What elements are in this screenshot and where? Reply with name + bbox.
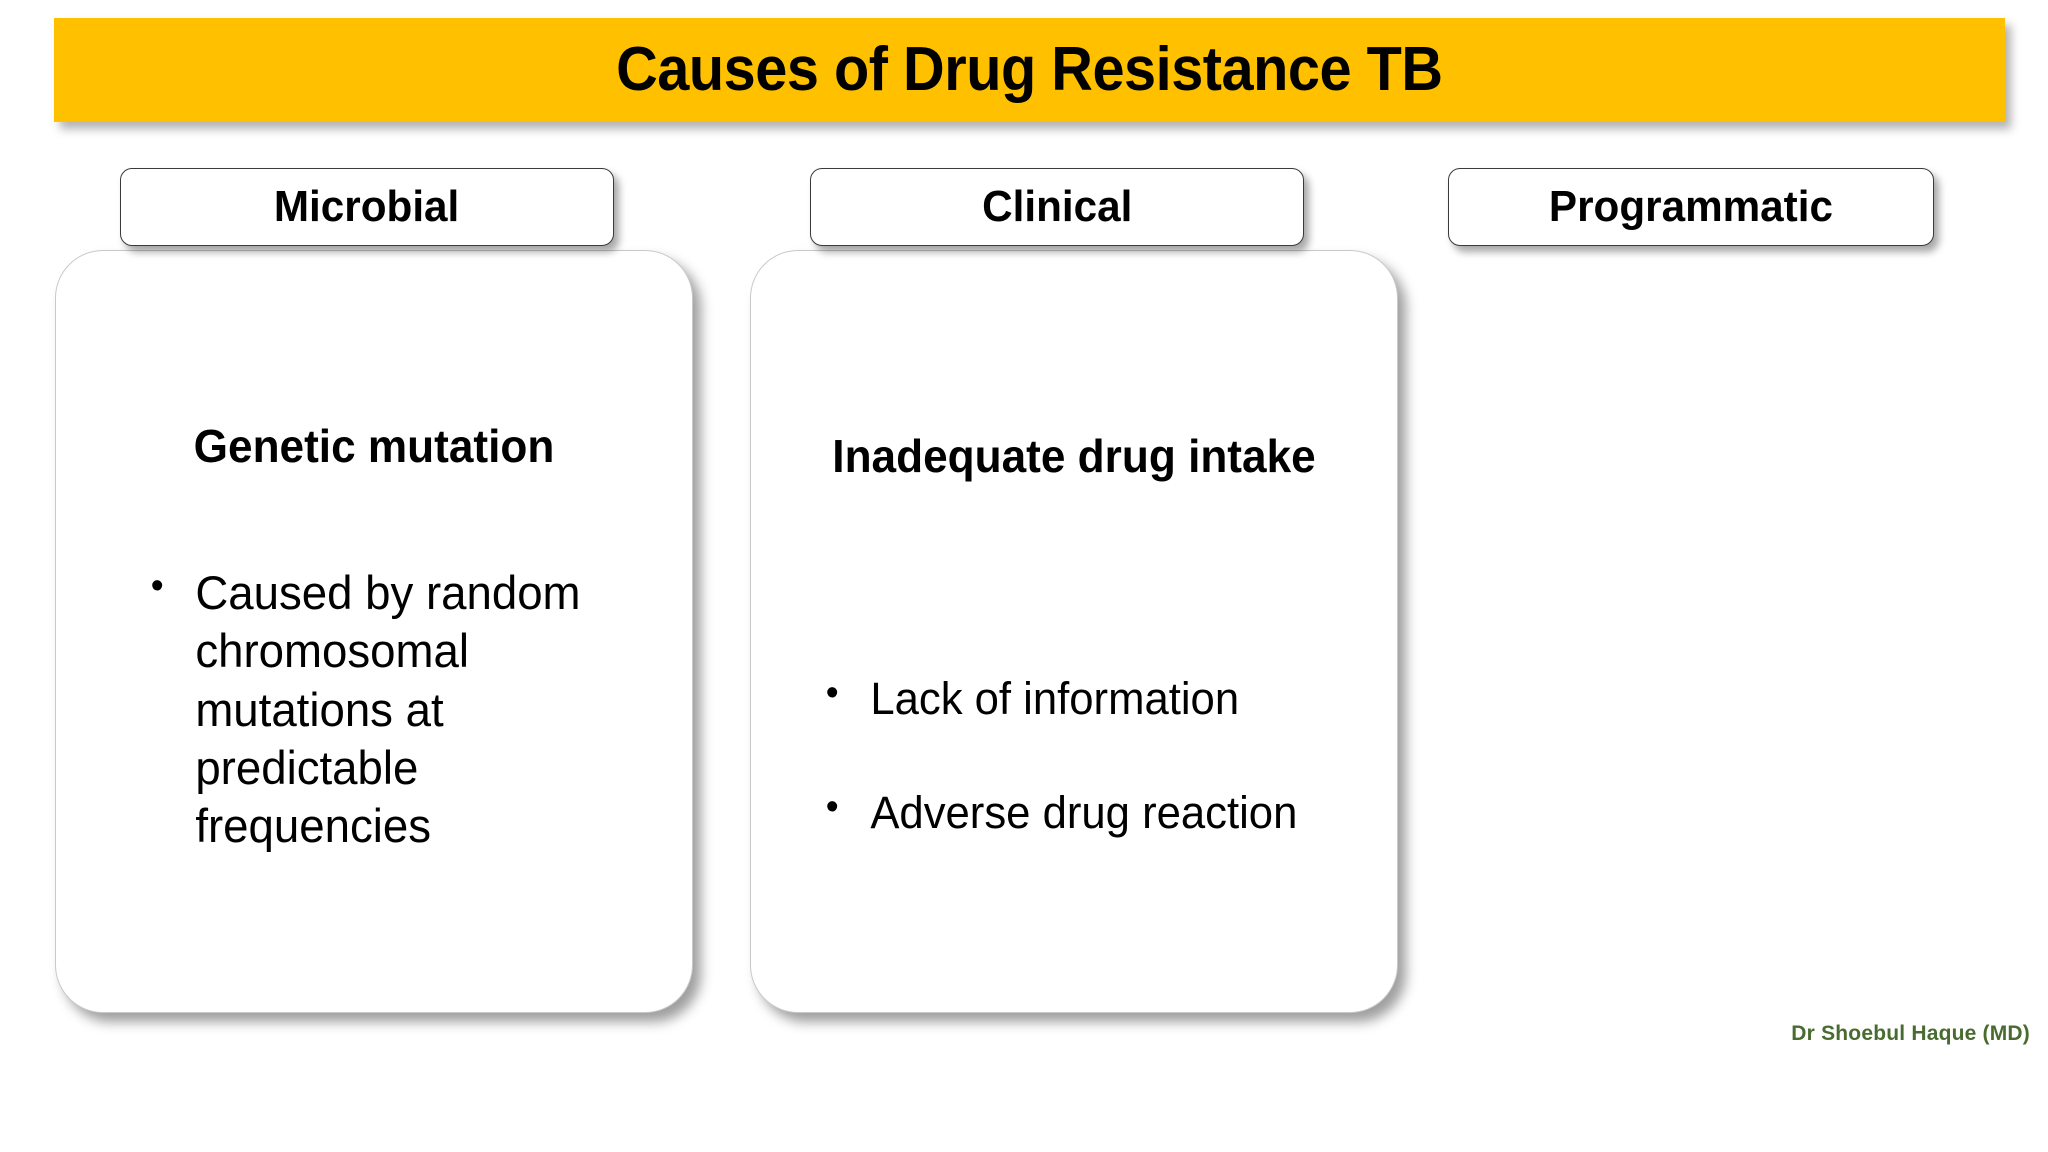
tab-clinical[interactable]: Clinical [810, 168, 1304, 246]
list-item: Adverse drug reaction [816, 783, 1359, 841]
page-title: Causes of Drug Resistance TB [616, 35, 1443, 104]
tab-programmatic[interactable]: Programmatic [1448, 168, 1934, 246]
list-item: Caused by random chromosomal mutations a… [141, 562, 607, 855]
card-clinical-heading: Inadequate drug intake [832, 430, 1316, 482]
author-credit: Dr Shoebul Haque (MD) [1791, 1022, 2030, 1045]
card-microbial-bullet-list: Caused by random chromosomal mutations a… [141, 562, 621, 855]
tab-microbial-label: Microbial [274, 182, 460, 231]
tab-microbial[interactable]: Microbial [120, 168, 614, 246]
slide-title-banner: Causes of Drug Resistance TB [54, 18, 2005, 122]
tab-clinical-label: Clinical [981, 182, 1133, 231]
tab-programmatic-label: Programmatic [1548, 182, 1834, 231]
card-clinical-bullet-list: Lack of information Adverse drug reactio… [816, 669, 1376, 899]
card-microbial[interactable]: Genetic mutation Caused by random chromo… [55, 250, 693, 1013]
card-clinical[interactable]: Inadequate drug intake Lack of informati… [750, 250, 1398, 1013]
list-item: Lack of information [816, 669, 1359, 727]
card-microbial-heading: Genetic mutation [193, 420, 555, 472]
